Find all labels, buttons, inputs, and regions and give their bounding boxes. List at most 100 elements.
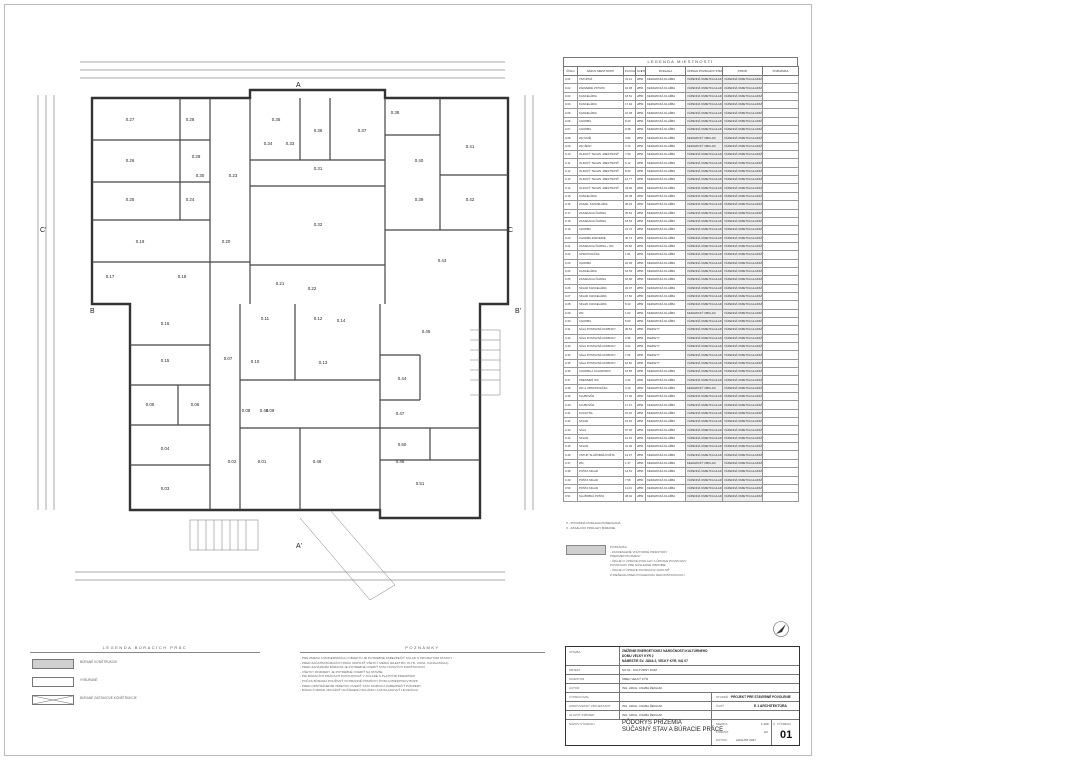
- table-cell: SÁLA POSTAVNÁ DOPRAVY: [577, 325, 624, 335]
- table-cell: 0.20: [563, 233, 578, 243]
- table-cell: KERAMICKÁ DLAŽBA: [645, 108, 686, 118]
- table-cell: 18.54: [623, 216, 636, 227]
- room-number: 0.12: [314, 316, 323, 321]
- table-cell: KERAMICKÁ DLAŽBA: [645, 308, 686, 318]
- table-cell: VÁPENNÁ OMIETKA HLADKÁ: [722, 475, 763, 485]
- table-cell: [762, 125, 799, 135]
- table-cell: KERAMICKÁ DLAŽBA: [645, 91, 686, 102]
- swatch-line: - ÚDAJE O ÚPRAVE PODLAHY A ÚPRAVE POVRCH…: [610, 558, 687, 563]
- table-cell: 0.08: [563, 133, 578, 143]
- table-cell: [762, 100, 799, 110]
- table-cell: 2850: [635, 475, 646, 485]
- table-cell: VÁPENNÁ OMIETKA HLADKÁ: [685, 208, 723, 218]
- table-cell: [762, 483, 799, 494]
- table-cell: 2850: [635, 392, 646, 402]
- table-cell: 2850: [635, 300, 646, 310]
- table-cell: KANCELÁRIA: [577, 191, 624, 202]
- table-cell: VÁPENNÁ OMIETKA HLADKÁ: [685, 275, 723, 285]
- room-number: 0.21: [276, 281, 285, 286]
- swatch-line: POVRCHOV PRE NÁSLEDNÉ OBDOBIE: [610, 563, 666, 568]
- table-cell: 0.18: [563, 216, 578, 227]
- table-cell: KERAMICKÁ DLAŽBA: [645, 450, 686, 460]
- table-cell: KERAMICKÁ DLAŽBA: [645, 208, 686, 218]
- table-cell: [762, 433, 799, 444]
- table-cell: CHODBA A SCHODISKO: [577, 367, 624, 377]
- table-cell: 16.20: [623, 408, 636, 419]
- table-cell: UPRATOVAČKA: [577, 250, 624, 260]
- table-cell: 2850: [635, 216, 646, 227]
- table-cell: KERAMICKÁ DLAŽBA: [645, 475, 686, 485]
- table-cell: VÁPENNÁ OMIETKA HLADKÁ: [685, 108, 723, 118]
- table-cell: 0.14: [563, 183, 578, 193]
- table-cell: 3.70: [623, 141, 636, 152]
- room-number: 0.07: [224, 356, 233, 361]
- room-number: 0.50: [398, 442, 407, 447]
- table-cell: 1.37: [623, 458, 636, 469]
- table-cell: VÁPENNÁ OMIETKA HLADKÁ: [685, 225, 723, 235]
- drawing-sheet: [4, 4, 1072, 756]
- room-number: 0.24: [186, 197, 195, 202]
- table-cell: [762, 367, 799, 377]
- table-cell: VÁPENNÁ OMIETKA HLADKÁ: [722, 175, 763, 185]
- table-cell: KLUBOVŇA: [577, 400, 624, 410]
- table-cell: VÁPENNÁ OMIETKA HLADKÁ: [685, 492, 723, 502]
- table-cell: 3.04: [623, 341, 636, 352]
- note-line: - BÚRACÍ ODPAD ODVÁŽAŤ NA ŘÍADENÚ SKLÁDK…: [300, 688, 419, 693]
- table-cell: VÁPENNÁ OMIETKA HLADKÁ: [722, 108, 763, 118]
- table-cell: KERAMICKÁ DLAŽBA: [645, 258, 686, 268]
- cross-hatch-swatch: [32, 695, 74, 705]
- swatch-line: - ZAKRESLENÉ VNÚTORNÉ PRIESTORY: [610, 549, 668, 554]
- table-cell: 0.03: [563, 91, 578, 102]
- table-cell: [762, 133, 799, 143]
- tb-format-value: A3: [764, 730, 768, 734]
- table-cell: 8.90: [623, 166, 636, 177]
- table-cell: VÁPENNÁ OMIETKA HLADKÁ: [722, 358, 763, 369]
- table-cell: KERAMICKÁ DLAŽBA: [645, 200, 686, 210]
- table-cell: KERAMICKÁ DLAŽBA: [645, 425, 686, 435]
- table-cell: VÁPENNÁ OMIETKA HLADKÁ: [685, 367, 723, 377]
- table-cell: VÁPENNÁ OMIETKA HLADKÁ: [722, 300, 763, 310]
- table-cell: KERAMICKÁ DLAŽBA: [645, 392, 686, 402]
- table-cell: VÁPENNÁ OMIETKA HLADKÁ: [722, 183, 763, 193]
- table-cell: ZASADACIA ČIADNA: [577, 275, 624, 285]
- table-cell: VÁPENNÁ OMIETKA HLADKÁ: [685, 341, 723, 352]
- table-cell: 2850: [635, 83, 646, 93]
- table-cell: VÁPENNÁ OMIETKA HLADKÁ: [685, 158, 723, 168]
- tb-stavba-line: ZNÍŽENIE ENERGETICKEJ NÁROČNOSTI KULTÚRN…: [622, 649, 708, 653]
- general-notes-body: - PRE ZMENU A MODERNIZÁCIU OBJEKTU JE PO…: [300, 656, 545, 693]
- table-cell: SKLAD: [577, 442, 624, 452]
- table-cell: 2850: [635, 333, 646, 344]
- table-cell: VÁPENNÁ OMIETKA HLADKÁ: [685, 116, 723, 127]
- table-cell: PREDSIEŇ WC: [577, 375, 624, 385]
- table-cell: 0.37: [563, 375, 578, 385]
- table-cell: CHODBA: [577, 316, 624, 327]
- table-cell: VÁPENNÁ OMIETKA HLADKÁ: [722, 458, 763, 469]
- room-number: 0.39: [415, 197, 424, 202]
- swatch-line: PREDMETOM ZMENY: [610, 554, 641, 559]
- room-number: 0.44: [398, 376, 407, 381]
- section-mark-b-prime: B': [515, 308, 521, 315]
- table-cell: 4.32: [623, 375, 636, 385]
- table-cell: VSTUPNÁ: [577, 74, 624, 85]
- table-cell: 0.05: [563, 108, 578, 118]
- room-number: 0.09: [266, 408, 275, 413]
- table-cell: VÁPENNÁ OMIETKA HLADKÁ: [685, 74, 723, 85]
- table-cell: WC: [577, 308, 624, 318]
- table-cell: [762, 467, 799, 477]
- table-cell: KERAMICKÁ DLAŽBA: [645, 375, 686, 385]
- table-cell: 2.98: [623, 333, 636, 344]
- table-cell: 0.21: [563, 241, 578, 252]
- table-cell: VÁPENNÁ OMIETKA HLADKÁ: [722, 191, 763, 202]
- table-cell: KERAMICKÁ DLAŽBA: [645, 275, 686, 285]
- table-cell: 2850: [635, 350, 646, 360]
- white-swatch: [32, 677, 74, 687]
- table-cell: VÁPENNÁ OMIETKA HLADKÁ: [722, 133, 763, 143]
- table-cell: 2850: [635, 433, 646, 444]
